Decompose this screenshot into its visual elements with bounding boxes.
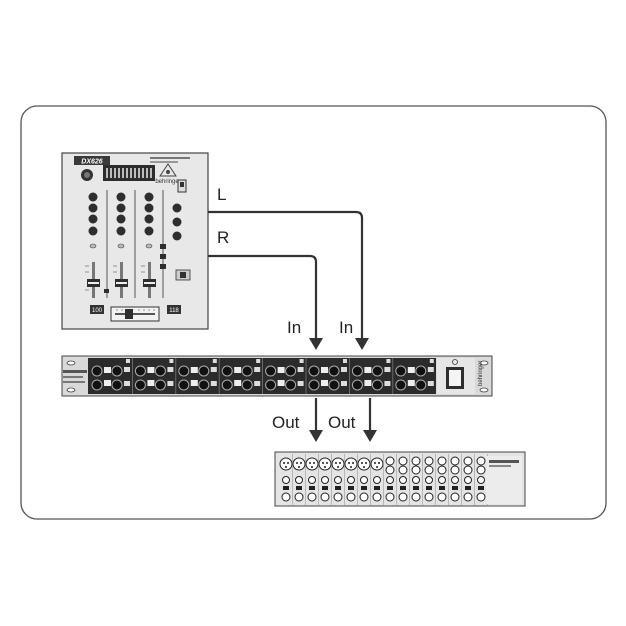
mixer-model-badge — [74, 156, 110, 165]
rack-strip — [131, 358, 174, 394]
arrow-down-icon — [363, 430, 377, 442]
console-strip — [344, 454, 358, 505]
fader-mark-right-box — [167, 305, 181, 314]
channel-faders — [87, 262, 156, 298]
mixing-console — [274, 451, 526, 507]
console-strip — [424, 454, 436, 505]
console-strip — [463, 454, 475, 505]
rack-strip — [305, 358, 347, 394]
arrow-down-icon — [355, 338, 369, 350]
label-input-1: In — [287, 318, 301, 337]
rack-strip — [218, 358, 261, 394]
console-strip — [318, 454, 332, 505]
console-strip — [292, 454, 306, 505]
rack-brand: behringer — [478, 361, 484, 386]
rack-strip — [392, 358, 434, 394]
console-strip — [437, 454, 449, 505]
label-output-1: Out — [272, 413, 300, 432]
label-output-2: Out — [328, 413, 356, 432]
console-strip — [450, 454, 462, 505]
console-strip — [357, 454, 371, 505]
mixer-model-text: DX626 — [81, 159, 103, 166]
rack-channel-strips — [91, 358, 434, 394]
fader-mark-left-box — [90, 305, 104, 314]
console-channel-strips — [279, 454, 488, 505]
label-right-channel: R — [217, 228, 229, 247]
power-icon — [452, 359, 458, 365]
arrowheads — [309, 338, 377, 442]
fader-mark-left: 100 — [92, 308, 103, 314]
rack-strip — [348, 358, 391, 394]
arrow-down-icon — [309, 338, 323, 350]
dj-mixer: DX626 behringer — [61, 152, 209, 330]
signal-wires — [208, 210, 372, 432]
rack-strip — [262, 358, 304, 394]
right-channel-wire — [208, 254, 318, 344]
rack-strip — [91, 359, 130, 391]
left-channel-wire — [208, 210, 364, 344]
fader-mark-right: 118 — [169, 308, 179, 314]
console-strip — [305, 454, 319, 505]
rack-strip — [175, 358, 217, 394]
channel-knobs — [88, 192, 182, 241]
console-strip — [385, 454, 397, 505]
label-input-2: In — [339, 318, 353, 337]
crossfader-knob — [125, 309, 133, 319]
console-strip — [331, 454, 345, 505]
console-strip — [370, 454, 384, 505]
behringer-logo-icon — [159, 163, 177, 177]
rack-processor: behringer — [61, 355, 493, 397]
console-strip — [411, 454, 423, 505]
console-strip — [279, 454, 293, 505]
label-left-channel: L — [217, 185, 226, 204]
arrow-down-icon — [309, 430, 323, 442]
mixer-brand: behringer — [155, 179, 180, 185]
console-strip — [398, 454, 410, 505]
